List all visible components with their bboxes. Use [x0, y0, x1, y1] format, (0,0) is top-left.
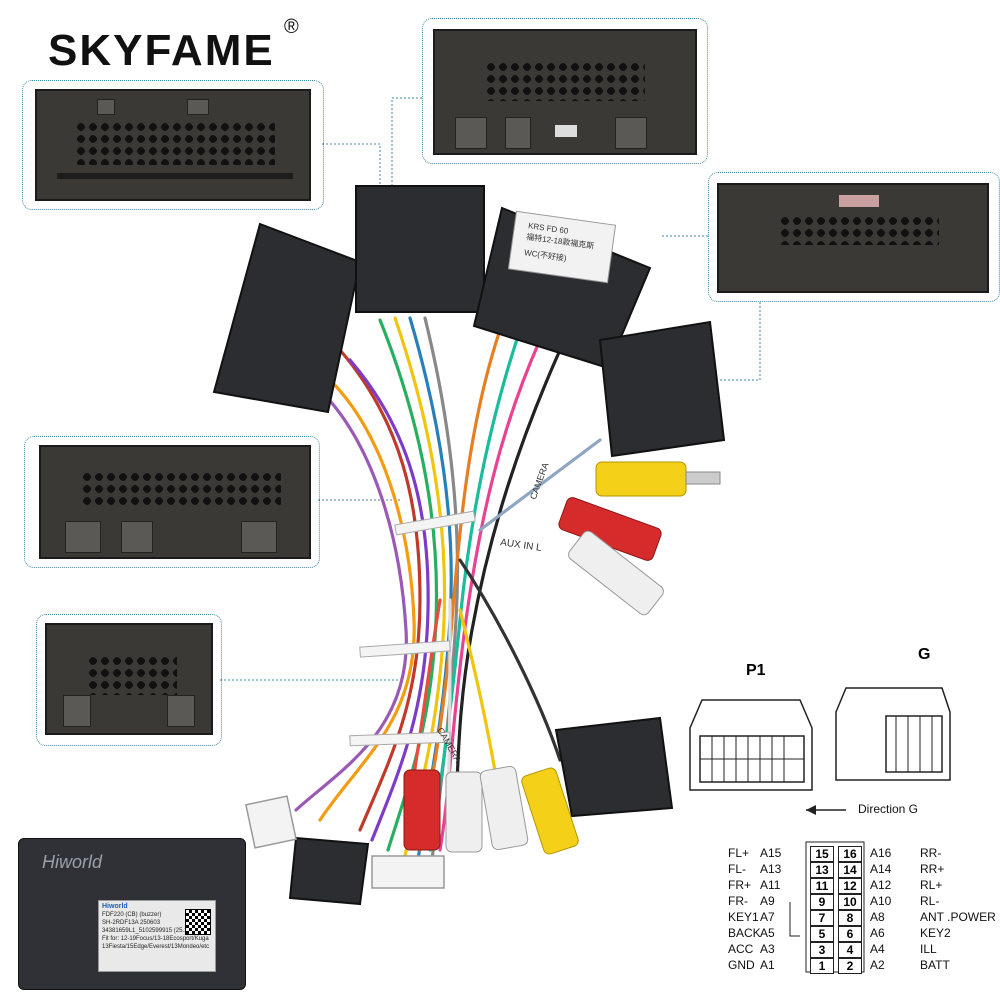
pin-signal-left: FR- — [728, 894, 748, 908]
pin-id-right: A16 — [870, 846, 892, 860]
pin-number-left: 15 — [810, 846, 834, 862]
pin-number-left: 9 — [810, 894, 834, 910]
pin-signal-right: BATT — [920, 958, 950, 972]
pin-id-left: A13 — [760, 862, 782, 876]
p1-title: P1 — [746, 662, 766, 679]
pin-number-left: 3 — [810, 942, 834, 958]
connector-closeup-top-left — [22, 80, 324, 210]
pin-number-right: 4 — [838, 942, 862, 958]
pin-number-left: 1 — [810, 958, 834, 974]
pin-number-right: 16 — [838, 846, 862, 862]
pin-signal-left: FL- — [728, 862, 746, 876]
registered-mark: ® — [283, 16, 301, 38]
connector-pins — [87, 655, 177, 695]
module-label-line: FDF220 (CB) (buzzer) — [102, 912, 162, 918]
connector-pins — [81, 471, 281, 505]
connector-body — [39, 445, 311, 559]
pin-number-left: 7 — [810, 910, 834, 926]
module-label-brand: Hiworld — [102, 903, 128, 910]
g-title: G — [918, 646, 931, 663]
connector-pins — [75, 121, 275, 165]
pin-signal-right: ANT .POWER — [920, 910, 996, 924]
brand-logo: SKYFAME ® — [48, 16, 299, 76]
pin-signal-left: GND — [728, 958, 755, 972]
brand-name: SKYFAME — [48, 26, 275, 75]
pin-number-left: 11 — [810, 878, 834, 894]
connector-closeup-right — [708, 172, 1000, 302]
pin-id-right: A4 — [870, 942, 885, 956]
pin-signal-right: RR+ — [920, 862, 945, 876]
connector-closeup-top-center — [422, 18, 708, 164]
pin-id-right: A10 — [870, 894, 892, 908]
connector-body — [45, 623, 213, 735]
pin-id-left: A9 — [760, 894, 775, 908]
pin-id-right: A12 — [870, 878, 892, 892]
pin-number-right: 12 — [838, 878, 862, 894]
pin-id-left: A5 — [760, 926, 775, 940]
pin-signal-right: ILL — [920, 942, 937, 956]
pin-signal-right: RL+ — [920, 878, 943, 892]
pin-id-right: A14 — [870, 862, 892, 876]
pin-number-right: 14 — [838, 862, 862, 878]
pin-id-right: A2 — [870, 958, 885, 972]
connector-body — [717, 183, 989, 293]
module-label-line: SH-2RDF13A 250603 — [102, 920, 161, 926]
pin-id-right: A8 — [870, 910, 885, 924]
connector-body — [433, 29, 697, 155]
pin-number-right: 2 — [838, 958, 862, 974]
pin-number-right: 8 — [838, 910, 862, 926]
connector-body — [35, 89, 311, 201]
pin-signal-right: RR- — [920, 846, 942, 860]
pin-number-right: 6 — [838, 926, 862, 942]
pin-id-left: A15 — [760, 846, 782, 860]
pin-number-right: 10 — [838, 894, 862, 910]
connector-closeup-middle-left — [24, 436, 320, 568]
pin-id-left: A11 — [760, 878, 781, 892]
qr-code-icon — [185, 909, 211, 935]
pin-signal-right: KEY2 — [920, 926, 951, 940]
module-label-line: Fit for: 12-19Focus/13-18Ecosport/Kuga — [102, 936, 209, 942]
connector-closeup-lower-left — [36, 614, 222, 746]
pin-id-left: A1 — [760, 958, 775, 972]
pin-number-left: 13 — [810, 862, 834, 878]
connector-pins — [779, 215, 939, 245]
direction-label: Direction G — [858, 802, 919, 816]
pin-signal-left: ACC — [728, 942, 754, 956]
pin-signal-left: KEY1 — [728, 910, 759, 924]
pin-id-left: A3 — [760, 942, 775, 956]
module-label-line: 13Fiesta/15Edge/Everest/13Mondeo/etc — [102, 944, 210, 950]
pin-signal-left: FL+ — [728, 846, 750, 860]
pin-number-left: 5 — [810, 926, 834, 942]
module-logo: Hiworld — [42, 852, 103, 872]
module-label-line: 34381659L1_5102599915 (25.10.25) — [102, 928, 202, 934]
pin-signal-right: RL- — [920, 894, 940, 908]
pin-id-right: A6 — [870, 926, 885, 940]
module-label: Hiworld FDF220 (CB) (buzzer) SH-2RDF13A … — [98, 900, 216, 972]
pin-signal-left: FR+ — [728, 878, 752, 892]
connector-pins — [485, 61, 645, 101]
pin-signal-left: BACK — [728, 926, 761, 940]
pin-id-left: A7 — [760, 910, 775, 924]
